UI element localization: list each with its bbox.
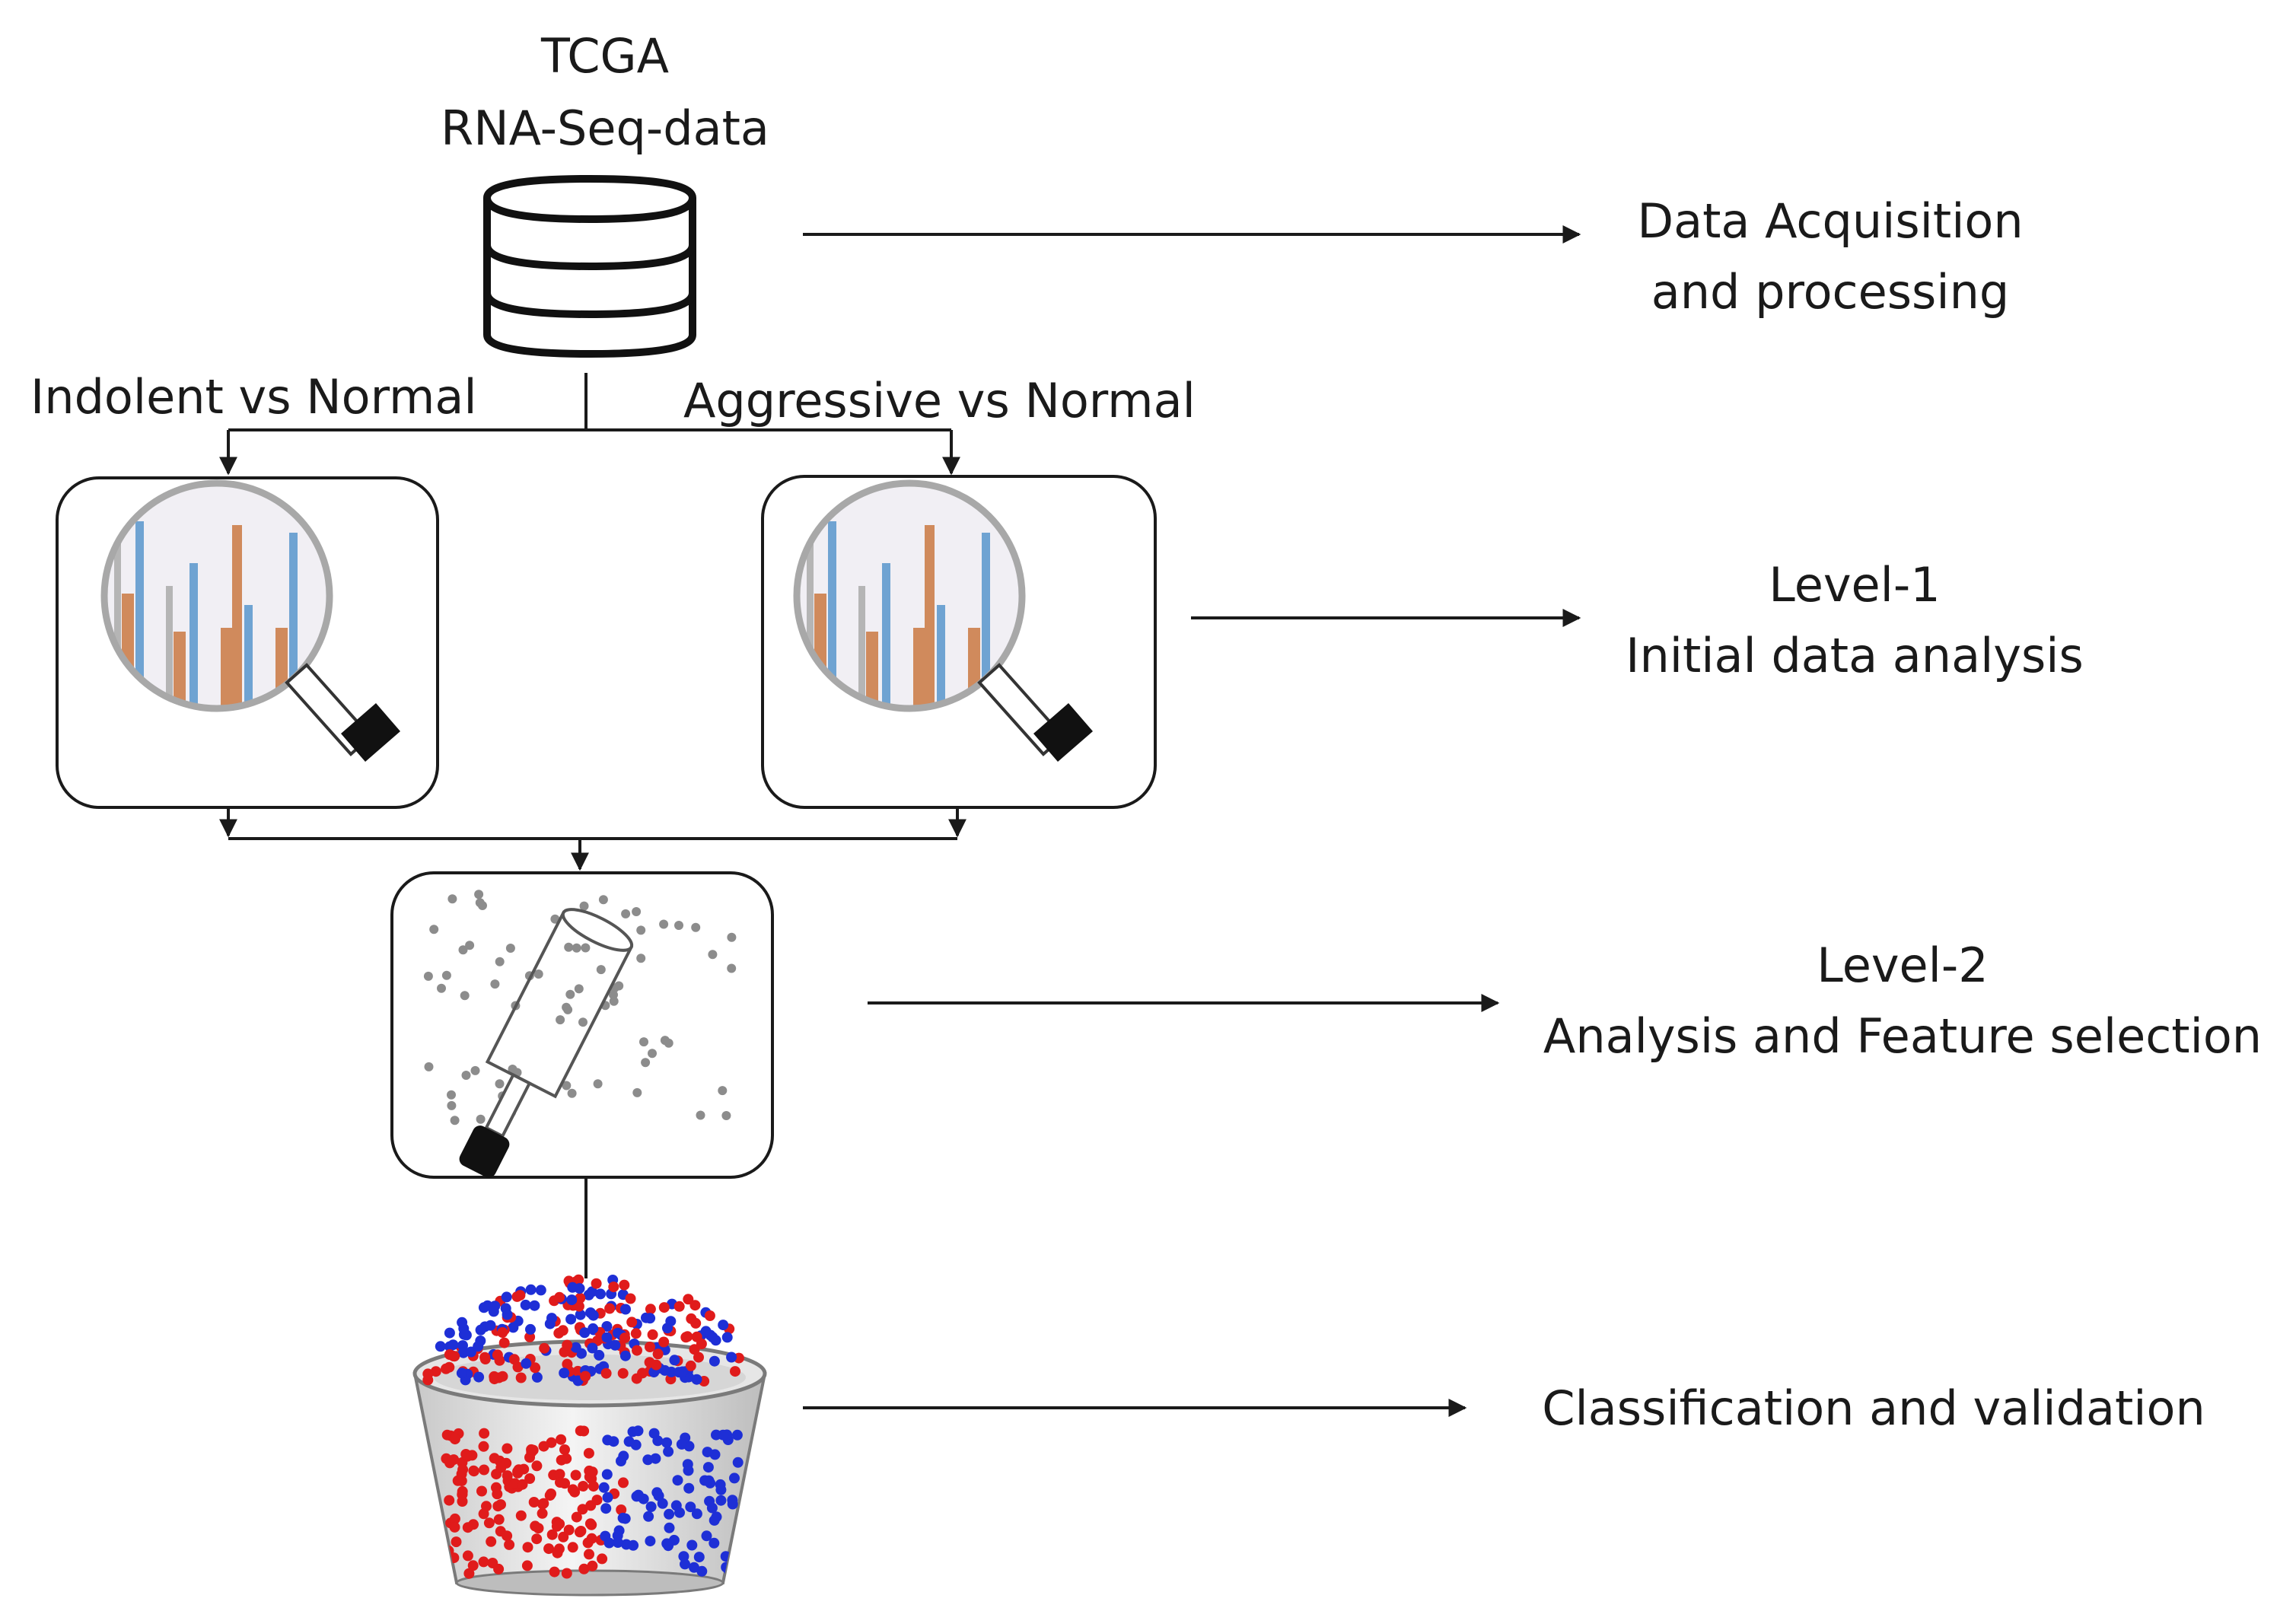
stage-level2-line2: Analysis and Feature selection (1543, 1008, 2262, 1064)
database-icon (483, 174, 696, 358)
stage-acquisition-line1: Data Acquisition (1637, 193, 2023, 249)
stage-level2-line1: Level-2 (1817, 938, 1988, 993)
source-title-line2: RNA-Seq-data (441, 100, 769, 156)
panel-aggressive (761, 475, 1157, 809)
source-title-line1: TCGA (540, 28, 669, 84)
magnifier-bar-chart-icon (793, 479, 1093, 762)
panel-indolent (56, 476, 439, 809)
bucket-of-dots-icon (412, 1274, 767, 1597)
stage-acquisition-line2: and processing (1651, 264, 2009, 320)
magnifier-scatter-icon (423, 890, 737, 1178)
stage-classification-label: Classification and validation (1542, 1380, 2205, 1436)
panel-feature-selection (390, 871, 774, 1179)
branch-label-aggressive: Aggressive vs Normal (683, 373, 1196, 428)
branch-label-indolent: Indolent vs Normal (30, 369, 477, 425)
stage-level1-line2: Initial data analysis (1626, 628, 2084, 683)
stage-level1-line1: Level-1 (1769, 557, 1940, 613)
